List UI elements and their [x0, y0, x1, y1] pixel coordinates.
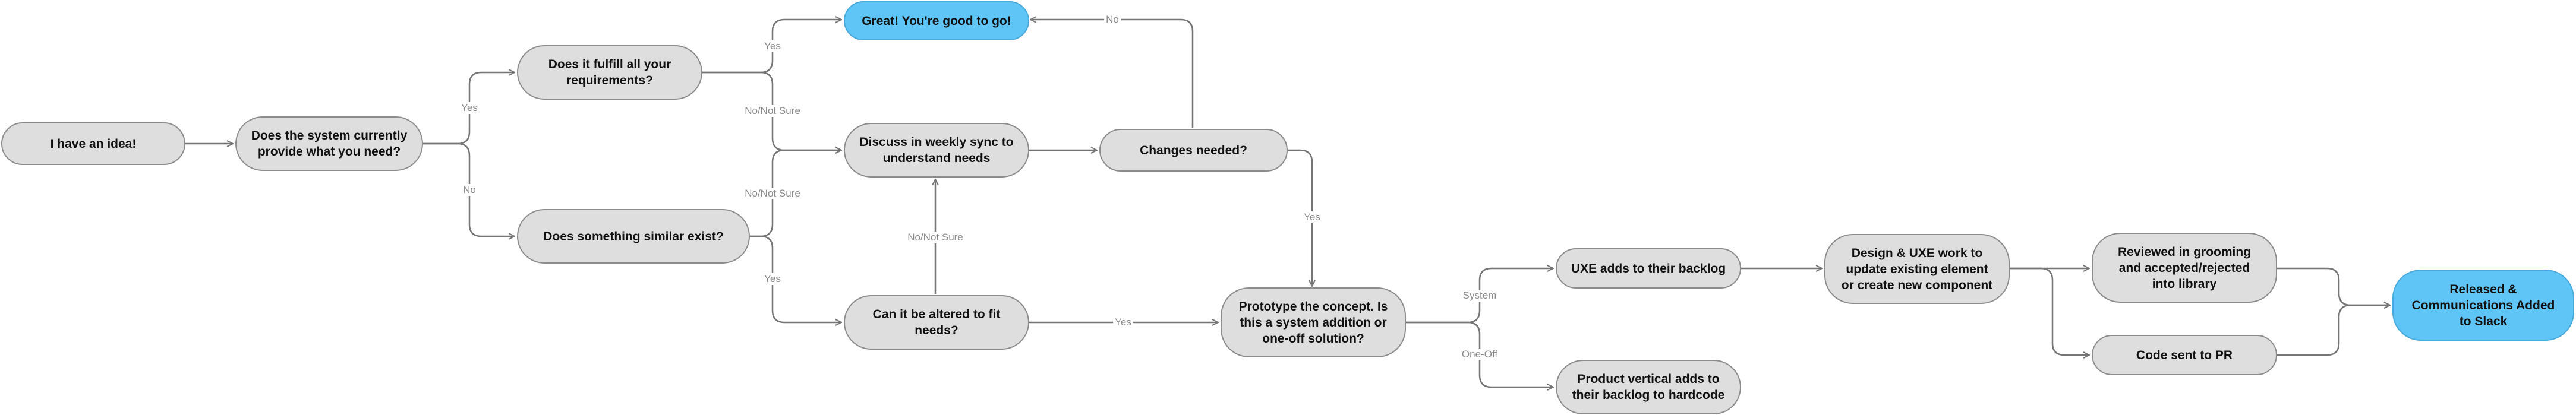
node-altered[interactable]: Can it be altered to fit needs? [844, 295, 1029, 350]
node-reviewed[interactable]: Reviewed in grooming and accepted/reject… [2092, 233, 2277, 303]
label-fulfill-no: No/Not Sure [743, 105, 802, 117]
label-fulfill-yes: Yes [762, 40, 783, 52]
label-one-off: One-Off [1459, 349, 1500, 360]
label-changes-yes: Yes [1302, 211, 1322, 223]
label-changes-no: No [1104, 14, 1121, 26]
edge-reviewed-to-released [2277, 267, 2390, 305]
node-system-provide[interactable]: Does the system currently provide what y… [235, 116, 423, 171]
node-uxe-backlog[interactable]: UXE adds to their backlog [1556, 248, 1741, 289]
edge-design-to-code [2010, 267, 2089, 355]
label-no-bottom: No [461, 184, 478, 196]
edge-code-to-released [2277, 305, 2390, 356]
node-changes[interactable]: Changes needed? [1099, 129, 1288, 172]
node-product-vertical[interactable]: Product vertical adds to their backlog t… [1556, 360, 1741, 414]
edge-changes-to-prototype [1288, 149, 1312, 286]
label-yes-top: Yes [459, 102, 480, 114]
label-altered-no: No/Not Sure [906, 232, 965, 243]
label-similar-yes: Yes [762, 273, 783, 285]
edge-changes-to-great [1030, 20, 1194, 128]
node-prototype[interactable]: Prototype the concept. Is this a system … [1221, 287, 1406, 357]
label-altered-yes: Yes [1113, 316, 1133, 328]
node-fulfill[interactable]: Does it fulfill all your requirements? [517, 45, 702, 100]
node-discuss[interactable]: Discuss in weekly sync to understand nee… [844, 123, 1029, 178]
node-similar[interactable]: Does something similar exist? [517, 209, 750, 264]
node-design-uxe[interactable]: Design & UXE work to update existing ele… [1824, 234, 2010, 304]
node-code-pr[interactable]: Code sent to PR [2092, 335, 2277, 375]
node-idea[interactable]: I have an idea! [1, 122, 185, 165]
label-similar-no: No/Not Sure [743, 188, 802, 199]
label-system: System [1461, 290, 1499, 302]
node-released[interactable]: Released & Communications Added to Slack [2392, 270, 2574, 341]
node-great[interactable]: Great! You're good to go! [844, 1, 1029, 40]
